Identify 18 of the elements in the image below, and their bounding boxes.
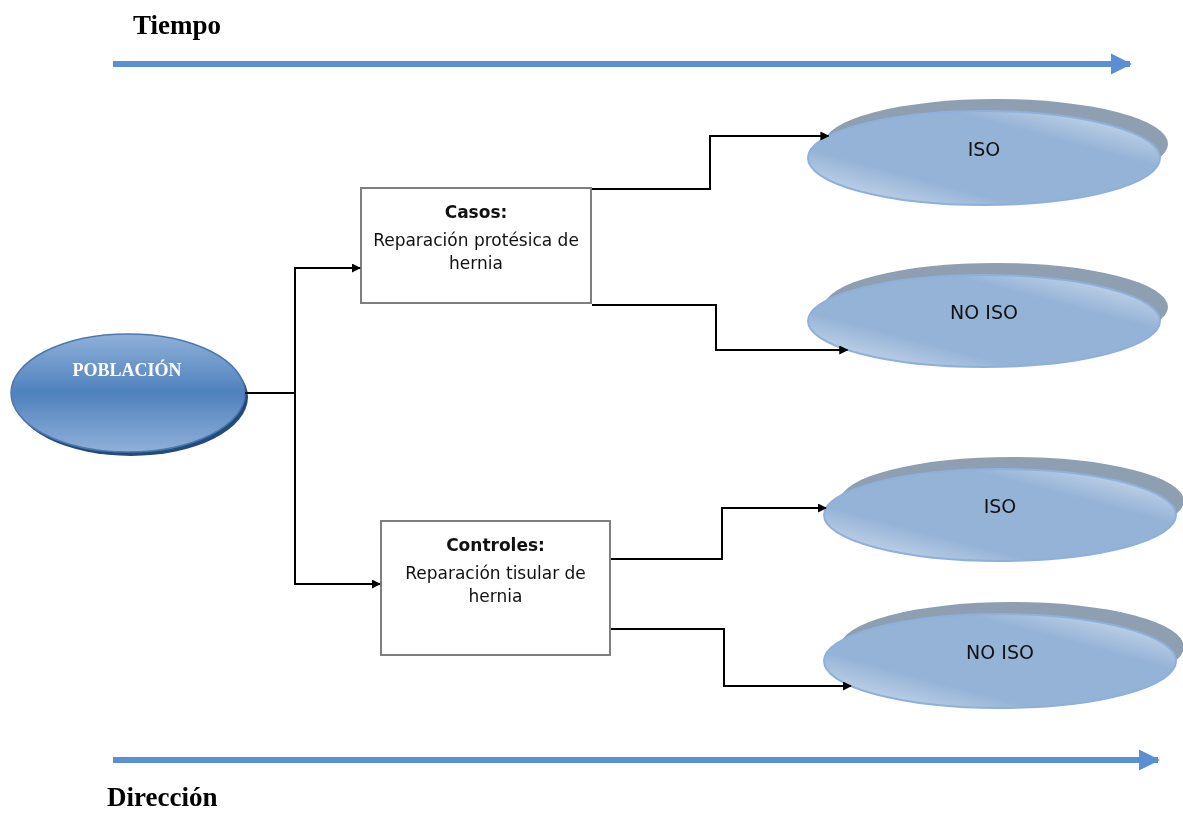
group-heading: Controles: (445, 534, 546, 557)
elbow-arrow (610, 628, 852, 691)
axis-label: Tiempo (133, 10, 221, 41)
group-description: Reparación protésica de hernia (372, 229, 580, 275)
outcome-label: NO ISO (965, 640, 1035, 665)
population-ellipse (10, 333, 250, 459)
elbow-arrow (591, 304, 849, 355)
axis-label: Dirección (107, 782, 218, 813)
group-description: Reparación tisular de hernia (404, 562, 587, 608)
group-box (360, 187, 592, 304)
outcome-label: NO ISO (949, 300, 1019, 325)
group-heading: Casos: (443, 201, 509, 224)
elbow-arrow (610, 503, 828, 560)
outcome-label: ISO (982, 494, 1018, 519)
elbow-arrow (591, 131, 830, 190)
group-box (380, 520, 611, 656)
outcome-label: ISO (966, 137, 1002, 162)
population-label: POBLACIÓN (71, 358, 183, 382)
